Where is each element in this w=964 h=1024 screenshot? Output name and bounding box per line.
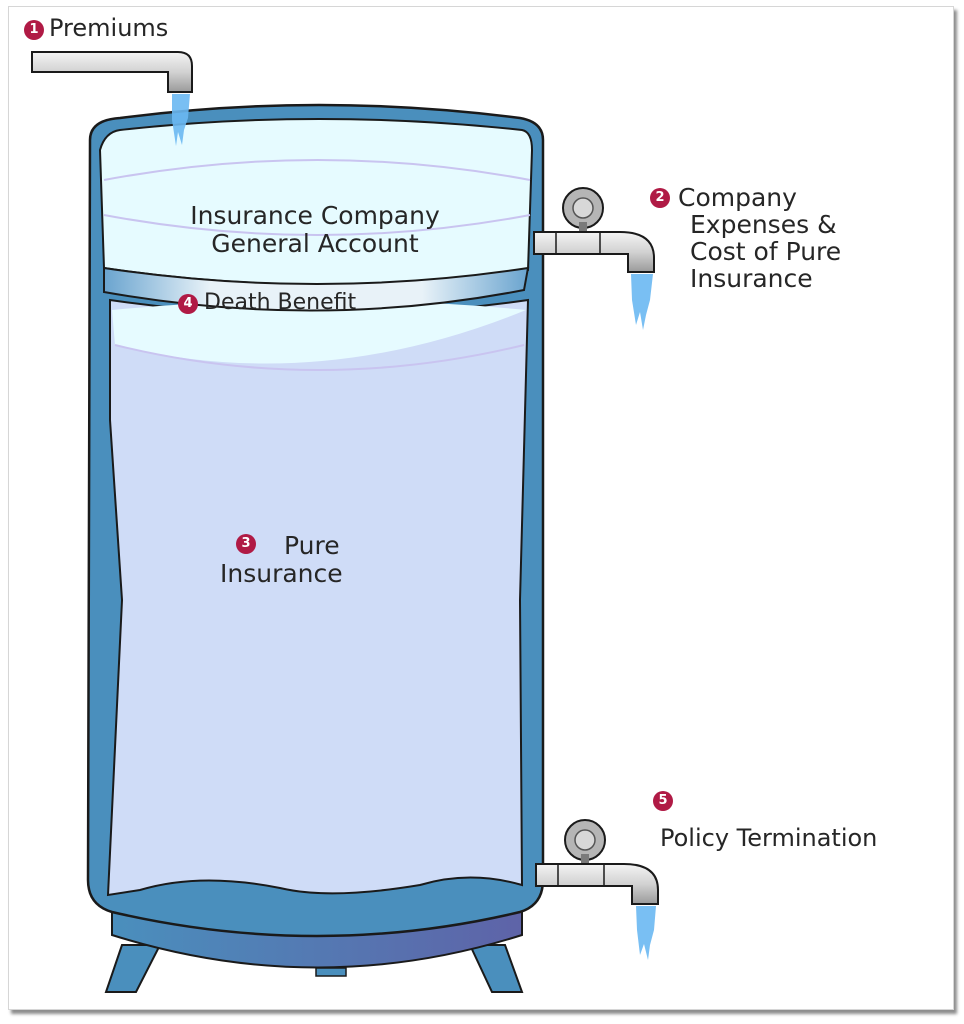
faucet-icon — [533, 187, 655, 273]
pure-insurance-label: 3 Pure Insurance — [220, 532, 343, 588]
pure-insurance-region — [106, 298, 530, 897]
water-surface-line — [103, 159, 531, 181]
step-badge-2: 2 — [650, 187, 670, 208]
death-benefit-label: 4 Death Benefit — [178, 290, 356, 315]
pipe-icon — [31, 51, 193, 93]
death-benefit-band — [103, 266, 530, 312]
expenses-line-3: Cost of Pure — [690, 237, 842, 266]
pure-surface-line — [114, 344, 525, 371]
pure-surface-highlight — [112, 300, 526, 364]
faucet-icon — [535, 819, 659, 905]
termination-badge-wrap: 5 — [653, 790, 673, 811]
water-icon — [172, 94, 190, 146]
step-badge-1: 1 — [24, 20, 44, 40]
pure-insurance-line-2: Insurance — [220, 559, 343, 588]
death-benefit-text: Death Benefit — [204, 290, 357, 315]
water-icon — [631, 274, 653, 330]
expenses-line-2: Expenses & — [690, 210, 837, 239]
expenses-label: 2 Company Expenses & Cost of Pure Insuran… — [650, 184, 841, 292]
step-badge-5: 5 — [653, 790, 673, 811]
pure-insurance-line-1: Pure — [284, 531, 340, 560]
water-icon — [636, 906, 656, 960]
tank-drain — [315, 967, 347, 977]
general-account-line-1: Insurance Company — [190, 201, 440, 230]
step-badge-3: 3 — [236, 534, 256, 554]
water-surface-line — [103, 214, 531, 236]
tank-leg-right — [468, 944, 524, 993]
step-badge-4: 4 — [178, 294, 198, 314]
policy-termination-label: Policy Termination — [660, 824, 878, 852]
expenses-line-1: Company — [678, 183, 797, 212]
general-account-label: Insurance Company General Account — [120, 202, 510, 258]
premiums-text: Premiums — [49, 14, 169, 42]
tank-leg-left — [104, 944, 162, 993]
general-account-line-2: General Account — [211, 229, 419, 258]
expenses-line-4: Insurance — [690, 264, 813, 293]
